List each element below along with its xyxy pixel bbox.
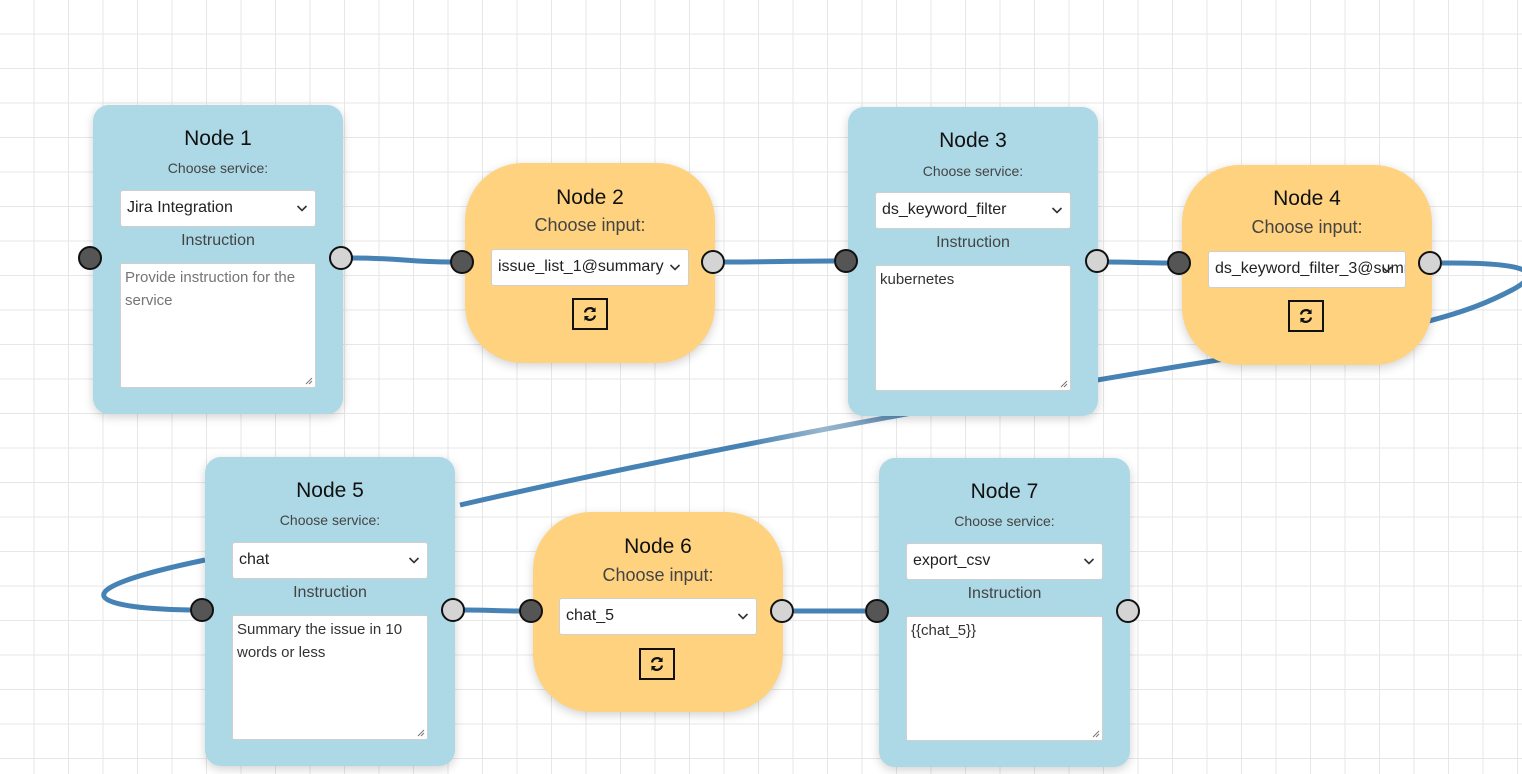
input-select[interactable]: chat_5 — [559, 598, 757, 635]
node-3-output-port[interactable] — [1085, 249, 1109, 273]
input-select[interactable]: issue_list_1@summary — [491, 249, 689, 286]
service-select-value: ds_keyword_filter — [882, 201, 1007, 218]
chevron-down-icon — [1083, 558, 1095, 565]
instruction-textarea[interactable]: kubernetes — [875, 265, 1071, 391]
chevron-down-icon — [1051, 207, 1063, 214]
node-4-input-port[interactable] — [1167, 251, 1191, 275]
node-title: Node 7 — [970, 480, 1039, 503]
refresh-button[interactable] — [1288, 300, 1324, 332]
node-2[interactable]: Node 2 Choose input: issue_list_1@summar… — [465, 163, 715, 363]
choose-service-label: Choose service: — [954, 513, 1055, 529]
node-3[interactable]: Node 3 Choose service: ds_keyword_filter… — [848, 107, 1098, 416]
edge-node2-node3[interactable] — [724, 258, 835, 265]
node-7-input-port[interactable] — [865, 599, 889, 623]
node-1-output-port[interactable] — [329, 246, 353, 270]
instruction-value: {{chat_5}} — [911, 622, 977, 639]
node-4-output-port[interactable] — [1418, 251, 1442, 275]
instruction-textarea[interactable]: Summary the issue in 10 words or less — [232, 615, 428, 740]
node-3-input-port[interactable] — [834, 249, 858, 273]
refresh-button[interactable] — [639, 648, 675, 680]
edge-node4-node5-tail[interactable] — [101, 557, 206, 613]
edge-node5-node6[interactable] — [463, 607, 520, 614]
node-title: Node 6 — [624, 535, 692, 558]
refresh-icon — [650, 657, 664, 671]
instruction-textarea[interactable]: Provide instruction for the service — [120, 263, 316, 388]
instruction-placeholder: Provide instruction for the service — [125, 269, 296, 309]
edge-node3-node4[interactable] — [1107, 259, 1168, 266]
choose-service-label: Choose service: — [167, 160, 269, 176]
node-title: Node 5 — [296, 479, 364, 502]
choose-service-label: Choose service: — [279, 512, 381, 528]
refresh-button[interactable] — [572, 298, 608, 330]
refresh-icon — [583, 307, 597, 321]
resize-grip-icon[interactable] — [1059, 379, 1068, 388]
node-title: Node 1 — [184, 127, 252, 150]
choose-service-label: Choose service: — [922, 163, 1024, 179]
instruction-label: Instruction — [936, 234, 1010, 251]
node-6-output-port[interactable] — [770, 599, 794, 623]
service-select-value: Jira Integration — [127, 199, 233, 216]
choose-input-label: Choose input: — [1251, 217, 1363, 237]
service-select[interactable]: Jira Integration — [120, 190, 316, 227]
instruction-value: Summary the issue in 10 words or less — [237, 621, 403, 661]
instruction-label: Instruction — [967, 585, 1042, 602]
node-5-output-port[interactable] — [441, 598, 465, 622]
node-title: Node 3 — [939, 129, 1007, 152]
input-select[interactable]: ds_keyword_filter_3@summary — [1208, 251, 1406, 288]
resize-grip-icon[interactable] — [416, 728, 425, 737]
refresh-icon — [1299, 309, 1313, 323]
chevron-down-icon — [1381, 266, 1393, 273]
instruction-value: kubernetes — [880, 271, 955, 288]
node-5-input-port[interactable] — [190, 598, 214, 622]
chevron-down-icon — [737, 613, 749, 620]
resize-grip-icon[interactable] — [1091, 729, 1100, 738]
node-6-input-port[interactable] — [519, 599, 543, 623]
choose-input-label: Choose input: — [602, 565, 714, 585]
node-4[interactable]: Node 4 Choose input: ds_keyword_filter_3… — [1182, 165, 1432, 365]
service-select-value: chat — [239, 551, 270, 568]
node-5[interactable]: Node 5 Choose service: chat Instruction … — [205, 457, 455, 766]
choose-input-label: Choose input: — [534, 215, 646, 235]
instruction-label: Instruction — [293, 584, 367, 601]
service-select-value: export_csv — [913, 552, 991, 569]
chevron-down-icon — [408, 557, 420, 564]
node-7-output-port[interactable] — [1116, 599, 1140, 623]
edge-node1-node2[interactable] — [351, 255, 451, 265]
resize-grip-icon[interactable] — [304, 376, 313, 385]
node-6[interactable]: Node 6 Choose input: chat_5 — [533, 512, 783, 712]
instruction-textarea[interactable]: {{chat_5}} — [906, 616, 1103, 741]
service-select[interactable]: export_csv — [906, 543, 1103, 580]
node-title: Node 2 — [556, 186, 624, 209]
instruction-label: Instruction — [181, 232, 255, 249]
node-title: Node 4 — [1273, 187, 1341, 210]
service-select[interactable]: ds_keyword_filter — [875, 192, 1071, 229]
node-1[interactable]: Node 1 Choose service: Jira Integration … — [93, 105, 343, 414]
node-2-input-port[interactable] — [450, 250, 474, 274]
chevron-down-icon — [296, 205, 308, 212]
input-select-value: issue_list_1@summary — [498, 258, 664, 275]
input-select-value: ds_keyword_filter_3@summary — [1215, 260, 1405, 277]
service-select[interactable]: chat — [232, 542, 428, 579]
node-7[interactable]: Node 7 Choose service: export_csv Instru… — [879, 458, 1130, 767]
input-select-value: chat_5 — [566, 607, 615, 624]
node-2-output-port[interactable] — [701, 250, 725, 274]
chevron-down-icon — [669, 264, 681, 271]
node-1-input-port[interactable] — [78, 246, 102, 270]
